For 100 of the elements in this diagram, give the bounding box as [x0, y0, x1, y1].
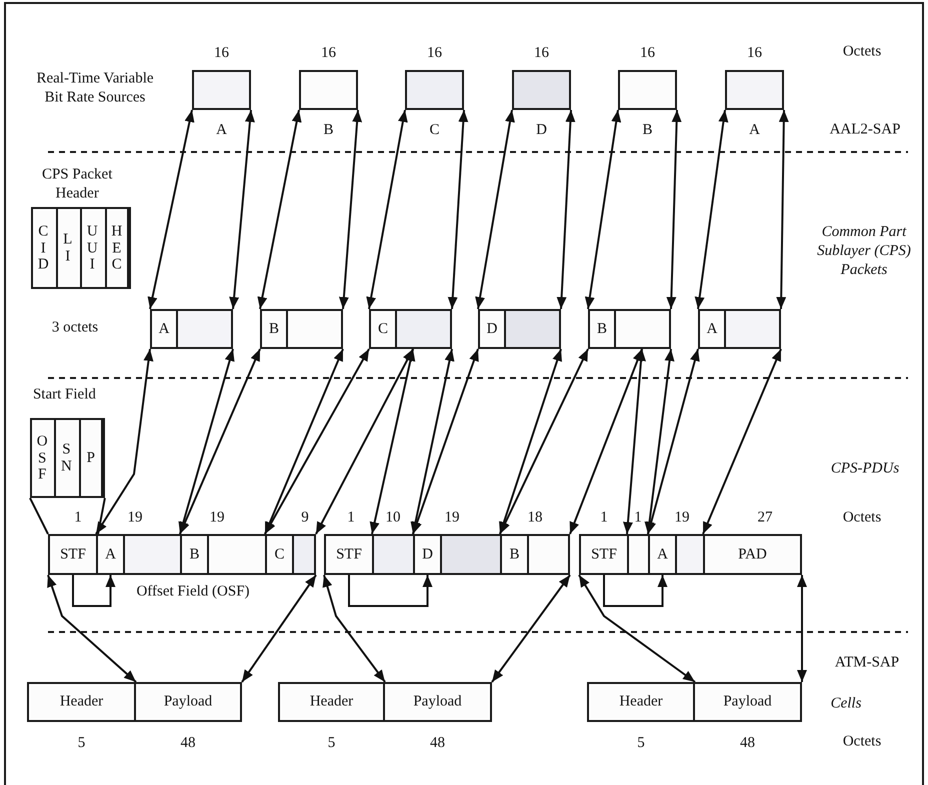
- cps-packet: [150, 309, 233, 349]
- octet-count: 48: [430, 736, 445, 751]
- octet-count: 10: [386, 508, 400, 528]
- field-label: D: [421, 547, 434, 562]
- arrow: [644, 348, 674, 534]
- field-label: UUI: [86, 223, 98, 273]
- pdu-field: [180, 534, 209, 575]
- cps-packet: [698, 309, 781, 349]
- pdu-field: [96, 534, 125, 575]
- octet-count: 18: [528, 508, 542, 528]
- arrow: [257, 110, 302, 310]
- field-label: Payload: [722, 694, 773, 710]
- annotation-label: AAL2-SAP: [830, 120, 900, 140]
- annotation-label: Offset Field (OSF): [136, 582, 250, 602]
- octet-count: 1: [74, 508, 82, 528]
- arrow: [694, 110, 728, 310]
- arrow: [412, 348, 479, 534]
- field-label: Payload: [162, 694, 214, 710]
- octet-count: 48: [180, 736, 196, 751]
- arrow: [229, 110, 255, 310]
- pdu-field: [324, 534, 374, 575]
- field-label: HEC: [110, 223, 123, 273]
- arrow: [148, 110, 194, 310]
- arrow: [448, 110, 468, 310]
- cps-packet: [588, 309, 671, 349]
- arrow: [179, 348, 261, 534]
- arrow: [322, 574, 386, 683]
- group-heading: Start Field: [32, 386, 97, 404]
- arrow: [702, 348, 782, 534]
- field-label: Header: [58, 694, 104, 710]
- annotation-label: Common Part Sublayer (CPS) Packets: [816, 222, 912, 280]
- pdu-field: [703, 534, 802, 575]
- offset-arrow: [72, 575, 116, 607]
- source-label: C: [430, 123, 440, 138]
- payload-field: [207, 534, 267, 575]
- octet-count: 16: [427, 46, 442, 61]
- octet-count: 16: [534, 46, 549, 61]
- payload-field: [675, 534, 705, 575]
- source-label: B: [642, 123, 652, 138]
- annotation-label: ATM-SAP: [834, 654, 900, 672]
- field-label: A: [104, 547, 117, 562]
- annotation-label: Octets: [842, 42, 882, 62]
- arrow: [315, 348, 414, 534]
- arrow: [797, 575, 807, 682]
- field-label: STF: [59, 547, 87, 562]
- annotation-label: Real-Time Variable Bit Rate Sources: [36, 69, 154, 107]
- expansion-line: [29, 498, 49, 534]
- source-label: A: [216, 123, 227, 138]
- annotation-label: Cells: [830, 694, 862, 714]
- field-label: PAD: [737, 547, 768, 562]
- arrow: [264, 348, 344, 534]
- octet-count: 16: [640, 46, 655, 61]
- octet-count: 5: [637, 736, 645, 751]
- arrow: [569, 348, 643, 534]
- arrow: [241, 574, 317, 683]
- arrow: [47, 574, 137, 683]
- pdu-field: [500, 534, 529, 575]
- octet-count: 19: [674, 508, 690, 528]
- field-label: CID: [37, 223, 50, 273]
- field-label: B: [188, 547, 200, 562]
- annotation-label: 3 octets: [52, 318, 98, 338]
- field-label: P: [86, 450, 96, 466]
- packet-id-field: A: [700, 311, 726, 347]
- arrow: [410, 348, 454, 534]
- arrow: [178, 348, 234, 534]
- field-label: C: [273, 547, 286, 562]
- payload-field: [527, 534, 570, 575]
- arrow: [95, 348, 154, 535]
- octet-count: 1: [600, 508, 608, 528]
- field-label: SN: [60, 442, 72, 474]
- octet-count: 5: [78, 736, 86, 751]
- payload-field: [292, 534, 316, 575]
- source-label: B: [324, 123, 334, 138]
- octet-count: 1: [347, 508, 355, 528]
- pdu-field: [48, 534, 98, 575]
- octet-count: 16: [214, 46, 229, 61]
- arrow: [370, 348, 416, 534]
- octet-count: 9: [301, 508, 309, 528]
- annotation-label: Octets: [842, 508, 882, 528]
- offset-arrow: [348, 575, 432, 607]
- field-label: Header: [308, 694, 354, 710]
- packet-id-field: A: [152, 311, 178, 347]
- payload-field: [627, 534, 650, 575]
- octet-count: 27: [758, 508, 772, 528]
- cps-packet: [369, 309, 452, 349]
- pdu-field: [648, 534, 677, 575]
- cps-packet: [260, 309, 343, 349]
- packet-id-field: D: [480, 311, 506, 347]
- annotation-label: CPS-PDUs: [830, 460, 900, 478]
- octet-count: 19: [128, 508, 142, 528]
- pdu-field: [413, 534, 442, 575]
- arrow: [338, 110, 362, 310]
- source-label: A: [749, 123, 760, 138]
- arrow: [475, 110, 515, 310]
- octet-count: 16: [747, 46, 762, 61]
- payload-field: [372, 534, 415, 575]
- arrow: [622, 348, 646, 534]
- octet-count: 48: [740, 736, 755, 751]
- payload-field: [123, 534, 182, 575]
- field-label: A: [656, 547, 669, 562]
